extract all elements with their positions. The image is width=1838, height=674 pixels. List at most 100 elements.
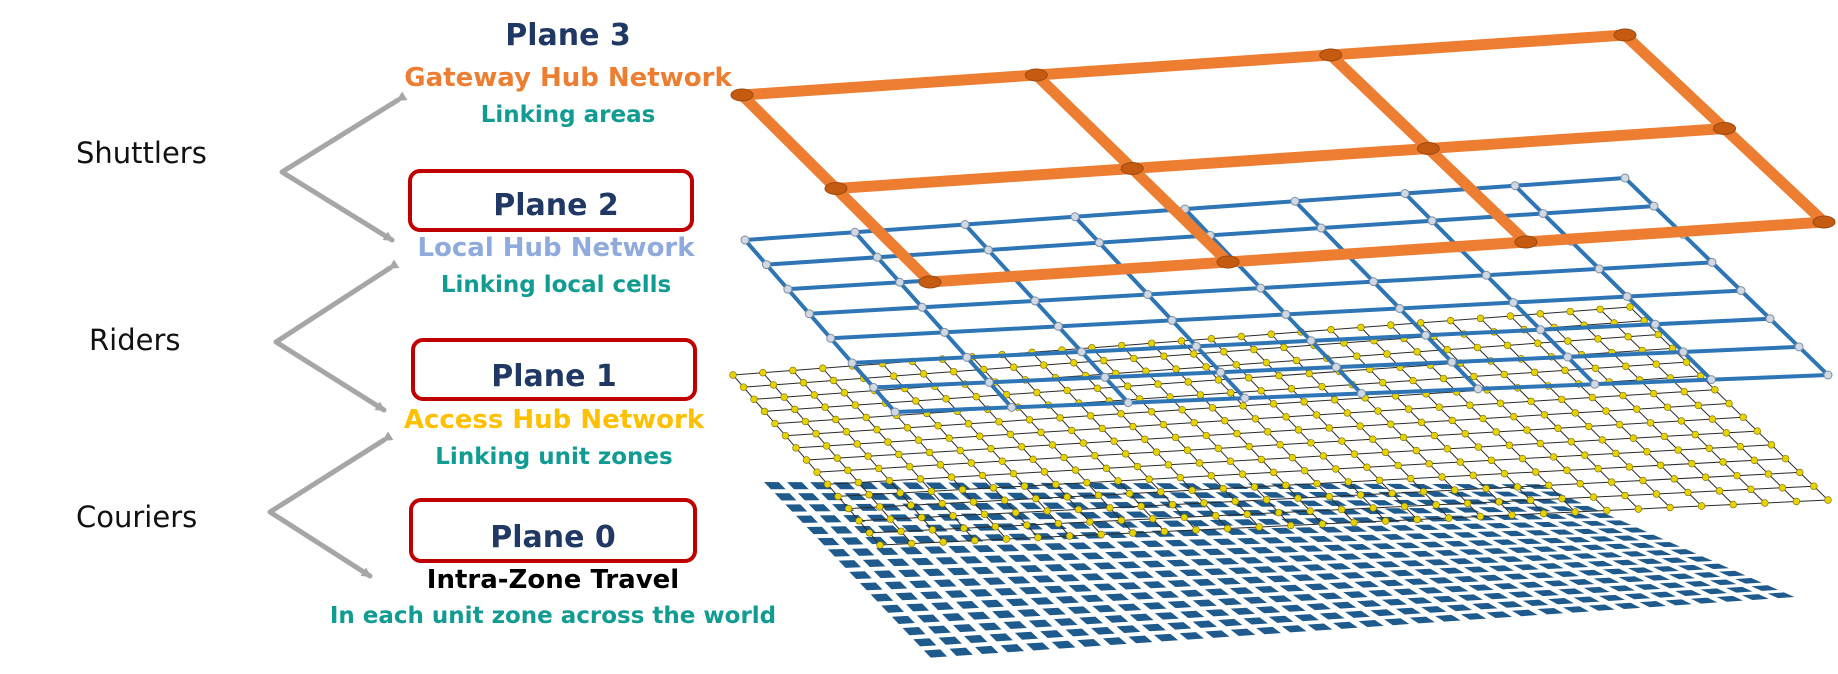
access-node — [1110, 437, 1118, 445]
access-node — [1368, 435, 1377, 443]
zone-tile — [1288, 555, 1313, 562]
local-hub-node — [740, 235, 750, 245]
access-node — [969, 498, 978, 506]
shuttlers-arrow — [279, 91, 408, 243]
zone-tile — [1401, 491, 1426, 497]
zone-tile — [1418, 587, 1444, 594]
access-node — [1356, 422, 1364, 430]
zone-tile — [1299, 500, 1324, 507]
zone-tile — [983, 555, 1007, 563]
zone-tile — [983, 492, 1007, 500]
local-hub-node — [850, 227, 860, 237]
access-node — [897, 527, 905, 536]
zone-tile — [1393, 588, 1419, 596]
local-link-edge — [1623, 176, 1830, 377]
zone-tile — [797, 493, 820, 501]
access-node — [1554, 424, 1562, 432]
zone-tile — [1389, 569, 1415, 577]
access-node — [1223, 524, 1232, 533]
local-hub-node — [1447, 357, 1457, 367]
zone-tile — [1141, 560, 1166, 568]
zone-tile — [1256, 626, 1281, 635]
access-node — [907, 539, 916, 548]
access-node — [1487, 456, 1496, 465]
zone-tile — [989, 633, 1013, 642]
zone-tile — [1000, 644, 1025, 653]
zone-tile — [1578, 569, 1605, 576]
zone-tile — [1080, 552, 1105, 560]
zone-tile — [1280, 518, 1306, 525]
zone-tile — [1370, 609, 1396, 617]
access-node — [1063, 493, 1071, 501]
access-node — [1133, 462, 1142, 471]
access-node — [844, 504, 853, 513]
zone-tile — [1102, 511, 1126, 519]
zone-tile — [1162, 520, 1186, 527]
access-node — [1094, 491, 1103, 499]
local-hub-node — [1357, 389, 1366, 398]
zone-tile — [1540, 537, 1567, 544]
zone-tile — [1483, 548, 1509, 554]
access-node — [865, 529, 874, 537]
zone-tile — [1381, 534, 1406, 540]
access-node — [876, 541, 884, 549]
access-node — [971, 536, 979, 545]
gateway-link-edge — [924, 216, 1830, 288]
access-node — [873, 426, 881, 434]
local-hub-node — [917, 302, 927, 312]
zone-tile — [1432, 595, 1458, 603]
zone-tile — [924, 546, 947, 554]
zone-tile — [1145, 492, 1170, 499]
plane2-box — [408, 169, 694, 232]
zone-tile — [1328, 517, 1353, 524]
zone-tile — [1205, 630, 1230, 638]
access-node — [1626, 303, 1634, 311]
zone-tile — [808, 504, 831, 512]
access-node — [1238, 470, 1247, 478]
zone-tile — [1164, 539, 1189, 547]
local-link-edge — [1293, 199, 1480, 391]
zone-tile — [1608, 585, 1636, 592]
zone-tile — [996, 523, 1020, 531]
access-node — [1184, 378, 1192, 386]
plane1-box — [411, 338, 697, 401]
zone-tile — [1063, 482, 1087, 490]
access-node — [1412, 446, 1421, 455]
access-node — [960, 524, 968, 532]
access-node — [1634, 505, 1643, 513]
zone-tile — [1603, 568, 1630, 575]
zone-tile — [1233, 519, 1258, 526]
zone-tile — [1488, 565, 1515, 572]
zone-tile — [881, 604, 905, 613]
zone-tile — [1618, 576, 1645, 583]
zone-tile — [1080, 573, 1105, 581]
access-node — [1221, 417, 1229, 425]
local-hub-node — [1510, 181, 1520, 191]
zone-tile — [1356, 600, 1382, 608]
local-hub-node — [1823, 370, 1833, 380]
zone-tile — [1428, 577, 1455, 584]
zone-tile — [1201, 548, 1226, 556]
access-node — [1313, 479, 1321, 488]
access-node — [1327, 325, 1335, 334]
zone-tile — [1443, 585, 1469, 593]
zone-tile — [1117, 561, 1142, 569]
zone-tile — [1008, 533, 1032, 541]
access-node — [864, 452, 872, 460]
access-node — [1456, 458, 1464, 466]
access-node — [1446, 316, 1455, 325]
plane2-network-name: Local Hub Network — [417, 233, 695, 263]
local-hub-node — [1400, 189, 1410, 198]
zone-tile — [1497, 601, 1524, 608]
access-node — [1188, 486, 1196, 494]
access-node — [1558, 494, 1566, 503]
access-node — [1145, 475, 1153, 483]
zone-tile — [1677, 564, 1705, 571]
local-hub-node — [1678, 347, 1688, 357]
access-node — [1417, 418, 1426, 427]
access-node — [1561, 366, 1569, 375]
zone-tile — [953, 624, 977, 633]
zone-tile — [1290, 574, 1316, 582]
zone-tile — [1581, 520, 1608, 526]
